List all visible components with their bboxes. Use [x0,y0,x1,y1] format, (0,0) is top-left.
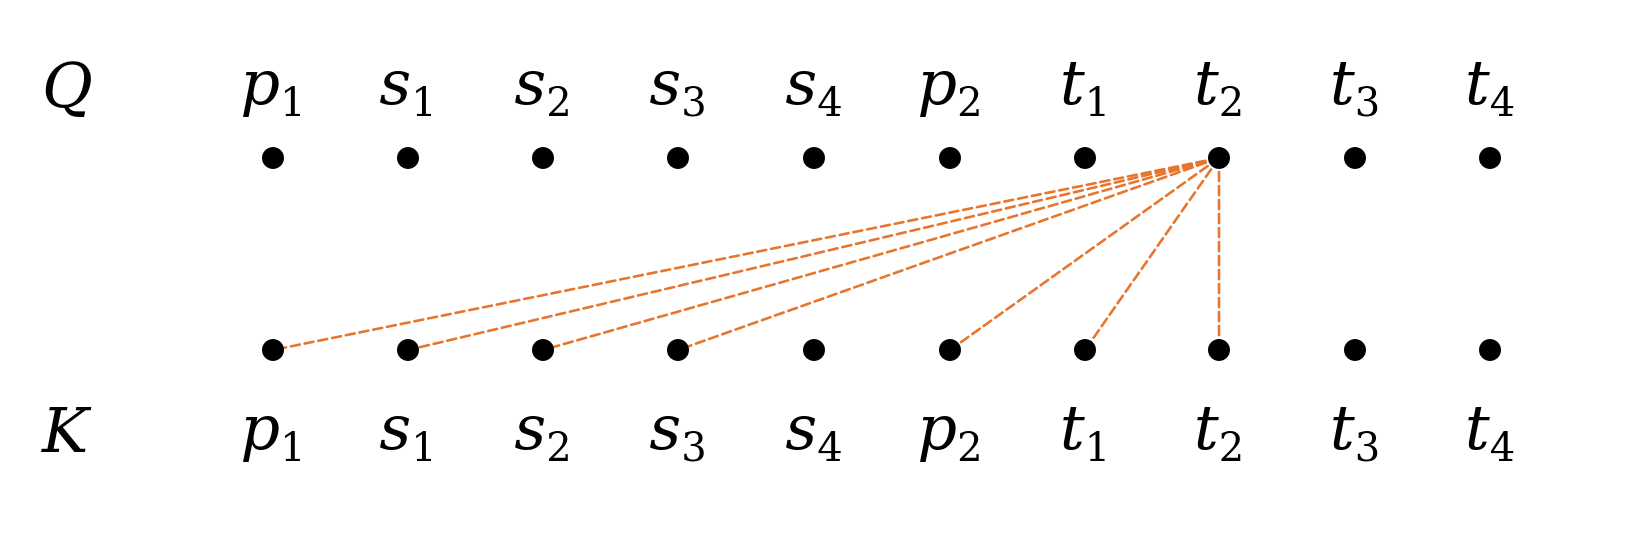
key-token-base: t [1194,391,1219,464]
key-node-row [262,339,1501,361]
key-token-p1: p1 [240,391,305,471]
query-token-p1: p1 [240,46,305,126]
key-token-s3: s3 [649,391,706,471]
key-node-p1 [262,339,284,361]
key-token-subscript: 2 [546,425,571,471]
key-node-s4 [803,339,825,361]
key-token-subscript: 3 [681,425,706,471]
key-token-p2: p2 [917,391,982,471]
query-node-s2 [532,147,554,169]
key-node-s2 [532,339,554,361]
query-node-t4 [1479,147,1501,169]
key-token-subscript: 3 [1355,425,1380,471]
key-token-base: s [379,391,411,464]
query-token-base: s [379,46,411,119]
key-token-subscript: 4 [1490,425,1515,471]
key-token-s4: s4 [785,391,842,471]
query-token-t2: t2 [1194,46,1244,126]
query-token-subscript: 3 [1355,80,1380,126]
query-node-t2 [1208,147,1230,169]
key-token-subscript: 1 [1085,425,1110,471]
key-node-p2 [939,339,961,361]
key-row-label: K [41,394,92,467]
query-token-t4: t4 [1465,46,1515,126]
query-token-base: t [1060,46,1085,119]
key-token-base: t [1060,391,1085,464]
query-token-base: p [240,46,280,119]
query-token-s3: s3 [649,46,706,126]
key-token-t2: t2 [1194,391,1244,471]
key-token-subscript: 1 [411,425,436,471]
key-token-t1: t1 [1060,391,1110,471]
attention-edge-t2-to-s2 [541,156,1221,352]
key-token-base: t [1465,391,1490,464]
query-token-s2: s2 [514,46,571,126]
key-token-subscript: 2 [1219,425,1244,471]
query-token-subscript: 1 [411,80,436,126]
key-token-s2: s2 [514,391,571,471]
attention-edge-t2-to-s1 [406,156,1221,352]
key-token-t4: t4 [1465,391,1515,471]
query-token-s4: s4 [785,46,842,126]
key-token-base: s [514,391,546,464]
key-token-base: p [917,391,957,464]
key-token-subscript: 2 [957,425,982,471]
key-node-t3 [1344,339,1366,361]
query-token-subscript: 3 [681,80,706,126]
key-node-s1 [397,339,419,361]
query-token-s1: s1 [379,46,436,126]
query-token-t3: t3 [1330,46,1380,126]
query-token-base: s [649,46,681,119]
query-token-subscript: 1 [280,80,305,126]
key-token-base: p [240,391,280,464]
query-node-row [262,147,1501,169]
attention-edge-t2-to-s3 [676,156,1221,352]
query-token-subscript: 1 [1085,80,1110,126]
key-node-t2 [1208,339,1230,361]
query-token-p2: p2 [917,46,982,126]
query-node-p1 [262,147,284,169]
query-node-t3 [1344,147,1366,169]
attention-edge-t2-to-p2 [948,156,1221,352]
attention-edge-t2-to-p1 [271,156,1221,352]
query-node-s4 [803,147,825,169]
key-token-s1: s1 [379,391,436,471]
query-node-p2 [939,147,961,169]
query-token-subscript: 2 [546,80,571,126]
query-node-s3 [667,147,689,169]
key-node-s3 [667,339,689,361]
key-token-base: t [1330,391,1355,464]
key-token-subscript: 1 [280,425,305,471]
key-node-t4 [1479,339,1501,361]
key-token-base: s [785,391,817,464]
query-token-t1: t1 [1060,46,1110,126]
query-token-base: s [514,46,546,119]
query-token-base: s [785,46,817,119]
query-token-subscript: 4 [817,80,842,126]
key-node-t1 [1074,339,1096,361]
key-token-t3: t3 [1330,391,1380,471]
query-token-subscript: 4 [1490,80,1515,126]
query-token-base: t [1330,46,1355,119]
query-row-label: Q [42,49,93,122]
query-token-subscript: 2 [957,80,982,126]
query-token-base: t [1194,46,1219,119]
attention-edge-t2-to-t1 [1083,156,1221,352]
query-node-s1 [397,147,419,169]
query-token-subscript: 2 [1219,80,1244,126]
query-node-t1 [1074,147,1096,169]
attention-edges [271,156,1221,352]
key-token-subscript: 4 [817,425,842,471]
key-token-base: s [649,391,681,464]
query-token-base: p [917,46,957,119]
query-token-base: t [1465,46,1490,119]
